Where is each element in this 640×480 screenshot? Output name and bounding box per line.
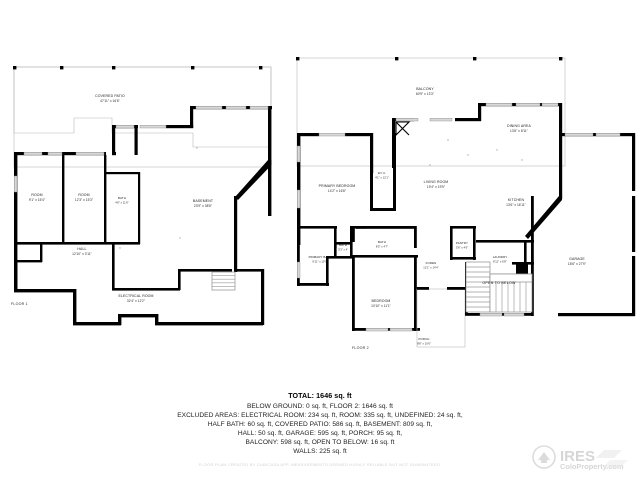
room-label-name: KITCHEN [508,198,525,202]
post-dot [191,66,195,70]
logo-wordmark: IRES [560,448,595,465]
post-dot [395,57,399,61]
room-label-dim: 12'1" x 14'4" [423,266,438,270]
floor1-stairs [211,271,236,291]
room-label-name: ELECTRICAL ROOM [118,294,153,298]
floor1-labels: COVERED PATIO 47'11" x 16'6" ROOM 9'1" x… [11,94,214,306]
room-label-dim: 8'8" x 10'6" [417,342,431,346]
floor2-labels: BALCONY 60'9" x 13'3" DINING AREA 13'6" … [309,87,586,350]
floor1-group: COVERED PATIO 47'11" x 16'6" ROOM 9'1" x… [11,66,272,326]
room-label-dim: 8'11" x 6'8" [493,260,507,264]
room-label-name: PORCH [418,337,429,341]
room-label-dim: 3'3" x 4' [338,248,348,252]
room-label-dim: 9'1" x 15'4" [29,198,45,202]
room-label-dim: 23'9" x 38'8" [194,204,212,208]
room-label-dim: 47'11" x 16'6" [100,99,120,103]
post-dot [13,66,17,70]
room-label-name: ROOM [31,193,42,197]
room-label-dim: 12'10" x 3'11" [72,252,92,256]
room-label-name: PRIMARY BEDROOM [319,184,356,188]
summary-line: HALL: 50 sq. ft, GARAGE: 595 sq. ft, POR… [237,429,403,437]
floor2-stairs [465,261,533,313]
room-label-dim: 3'6" x 4'6" [456,246,468,250]
room-label-name: BATH [378,240,386,244]
room-label-name: W.I.C. [378,171,387,175]
summary-line: BALCONY: 598 sq. ft, OPEN TO BELOW: 16 s… [245,438,395,446]
room-label-name: HALL [77,247,86,251]
house-icon [538,452,550,463]
floor1-windows [13,105,269,193]
post-dot [259,66,263,70]
floor1-tag: FLOOR 1 [11,302,28,306]
room-label-name: LIVING ROOM [424,180,449,184]
room-label-name: BATH [118,196,126,200]
floor1-walls [14,106,272,326]
room-label-name: PANTRY [456,241,468,245]
room-label-name: BASEMENT [193,199,214,203]
room-label-dim: 14'2" x 16'8" [328,189,346,193]
post-dot [296,57,300,61]
room-label-name: ROOM [78,193,89,197]
room-label-dim: 32'4" x 12'2" [127,299,145,303]
logo-circle [532,445,556,469]
summary-line: EXCLUDED AREAS: ELECTRICAL ROOM: 234 sq.… [177,411,463,419]
room-label-dim: 13'6" x 8'11" [510,129,528,133]
room-label-dim: 10'10" x 11'1" [371,304,391,308]
ires-logo: IRES ColoProperty.com [532,445,628,471]
floor2-balcony-boundary [296,57,566,167]
room-label-name: LAUNDRY [493,255,508,259]
room-label-dim: 19'4" x 19'9" [427,185,445,189]
summary-total: TOTAL: 1646 sq. ft [288,392,352,400]
logo-subtitle: ColoProperty.com [560,462,624,471]
logo-swoosh [596,450,628,468]
room-label-dim: 8'5" x 4'7" [376,245,388,249]
room-label-dim: 13'6" x 16'11" [506,203,526,207]
floor2-tag: FLOOR 2 [352,346,369,350]
room-label-dim: 4'8" x 11'6" [115,201,129,205]
area-summary: TOTAL: 1646 sq. ft BELOW GROUND: 0 sq. f… [0,392,640,456]
post-dot [473,57,477,61]
room-label-name: GARAGE [569,257,585,261]
floor2-group: BALCONY 60'9" x 13'3" DINING AREA 13'6" … [296,57,636,350]
room-label-name: BEDROOM [372,299,391,303]
floor2-windows [297,102,621,332]
room-label-dim: 18'6" x 27'9" [568,262,586,266]
post-dot [60,66,64,70]
room-label-name: BATH [339,243,347,247]
summary-line: WALLS: 225 sq. ft [293,447,347,455]
summary-line: HALF BATH: 60 sq. ft, COVERED PATIO: 586… [207,420,433,428]
post-dot [112,66,116,70]
room-label-name: BALCONY [416,87,434,91]
room-label-dim: 60'9" x 13'3" [416,92,434,96]
room-label-name: COVERED PATIO [95,94,125,98]
open-to-below-label: OPEN TO BELOW [482,281,516,285]
room-label-dim: 12'3" x 15'3" [75,198,93,202]
post-dot [559,57,563,61]
disclaimer-text: FLOOR PLAN CREATED BY CUBICASA APP. MEAS… [198,462,442,467]
room-label-name: DINING AREA [507,124,531,128]
room-label-dim: 4'1" x 12'1" [375,176,389,180]
room-label-name: PRIMARY BATH [309,255,332,259]
room-label-name: FOREN [426,261,437,265]
room-label-dim: 9'11" x 10'7" [312,260,327,264]
summary-line: BELOW GROUND: 0 sq. ft, FLOOR 2: 1646 sq… [246,402,394,410]
